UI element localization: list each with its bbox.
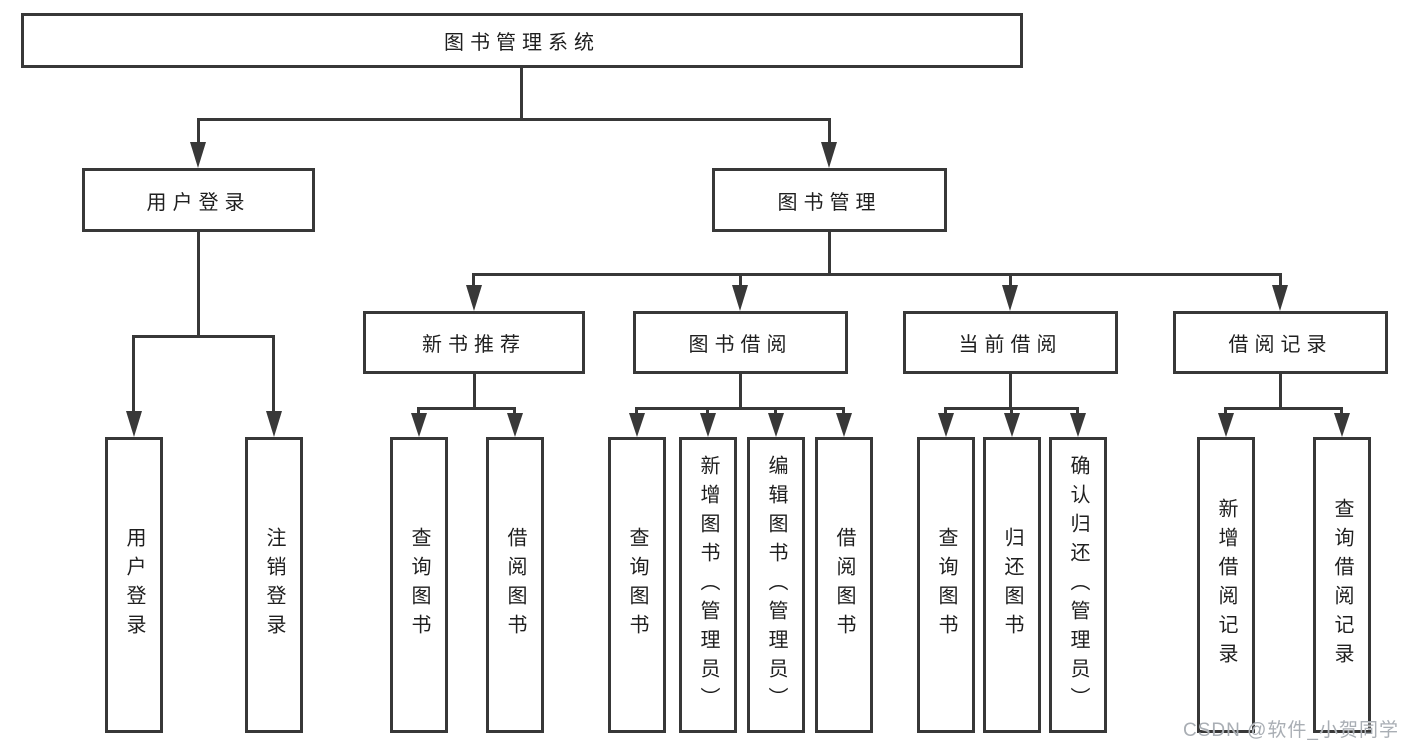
arrowhead-leaf	[836, 413, 852, 437]
arrowhead-new-book	[466, 285, 482, 311]
node-user-login: 用户登录	[82, 168, 315, 232]
node-leaf-return-books: 归还图书	[983, 437, 1041, 733]
edge-to-borrow	[739, 273, 742, 289]
arrowhead-leaf	[1070, 413, 1086, 437]
node-leaf-logout: 注销登录	[245, 437, 303, 733]
node-leaf-edit-book-admin: 编辑图书（管理员）	[747, 437, 805, 733]
node-leaf-query-borrow-record: 查询借阅记录	[1313, 437, 1371, 733]
arrowhead-leaf	[411, 413, 427, 437]
edge-level2-branch	[197, 118, 831, 121]
edge-records-branch	[1224, 407, 1343, 410]
node-current-borrowing: 当前借阅	[903, 311, 1118, 374]
arrowhead-leaf	[1004, 413, 1020, 437]
node-leaf-newbook-query-books: 查询图书	[390, 437, 448, 733]
node-leaf-borrow-borrow-books: 借阅图书	[815, 437, 873, 733]
edge-to-user-login	[197, 118, 200, 146]
edge-to-logout-leaf	[272, 335, 275, 415]
arrowhead-records	[1272, 285, 1288, 311]
arrowhead-book-mgmt	[821, 142, 837, 168]
arrowhead-logout-leaf	[266, 411, 282, 437]
node-leaf-confirm-return-admin: 确认归还（管理员）	[1049, 437, 1107, 733]
arrowhead-leaf	[507, 413, 523, 437]
edge-borrow-branch	[635, 407, 844, 410]
node-new-book-recommendation: 新书推荐	[363, 311, 585, 374]
edge-book-mgmt-stem	[828, 232, 831, 273]
edge-to-login-leaf	[132, 335, 135, 415]
edge-to-records	[1279, 273, 1282, 289]
node-book-management: 图书管理	[712, 168, 947, 232]
arrowhead-leaf	[1218, 413, 1234, 437]
arrowhead-leaf	[700, 413, 716, 437]
node-book-borrowing: 图书借阅	[633, 311, 848, 374]
edge-to-book-mgmt	[828, 118, 831, 146]
edge-level3-branch	[472, 273, 1282, 276]
edge-borrow-stem	[739, 374, 742, 407]
edge-user-login-stem	[197, 232, 200, 335]
arrowhead-borrow	[732, 285, 748, 311]
edge-new-book-stem	[473, 374, 476, 407]
arrowhead-leaf	[1334, 413, 1350, 437]
node-leaf-current-query-books: 查询图书	[917, 437, 975, 733]
arrowhead-login-leaf	[126, 411, 142, 437]
edge-user-login-branch	[132, 335, 275, 338]
node-leaf-add-book-admin: 新增图书（管理员）	[679, 437, 737, 733]
arrowhead-leaf	[768, 413, 784, 437]
node-leaf-user-login: 用户登录	[105, 437, 163, 733]
node-leaf-borrow-query-books: 查询图书	[608, 437, 666, 733]
edge-current-stem	[1009, 374, 1012, 407]
edge-to-new-book	[472, 273, 475, 289]
arrowhead-leaf	[938, 413, 954, 437]
node-library-system: 图书管理系统	[21, 13, 1023, 68]
edge-records-stem	[1279, 374, 1282, 407]
edge-to-current	[1009, 273, 1012, 289]
arrowhead-user-login	[190, 142, 206, 168]
arrowhead-current	[1002, 285, 1018, 311]
node-borrowing-records: 借阅记录	[1173, 311, 1388, 374]
node-leaf-newbook-borrow-books: 借阅图书	[486, 437, 544, 733]
edge-new-book-branch	[417, 407, 516, 410]
csdn-watermark: CSDN @软件_小贺同学	[1183, 720, 1399, 741]
arrowhead-leaf	[629, 413, 645, 437]
edge-root-stem	[520, 68, 523, 118]
node-leaf-add-borrow-record: 新增借阅记录	[1197, 437, 1255, 733]
